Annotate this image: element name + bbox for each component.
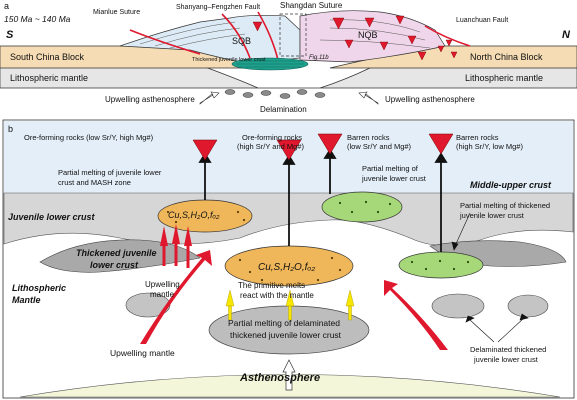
barren-ellipse-dots [338,200,470,271]
ore-ellipse-lower-label: Cu,S,H₂O,fₒ₂ [258,262,315,273]
top-label-3-line1: Barren rocks [347,133,390,142]
sqb-label: SQB [232,36,251,46]
delaminated-block-line2: juvenile lower crust [473,355,539,364]
delamination-label: Delamination [260,105,307,114]
primitive-melts-line2: react with the mantle [240,291,314,300]
panel-a-letter: a [4,1,9,11]
ore-ellipse-dots [166,210,342,282]
red-upwelling-arrows [140,224,448,350]
north-direction-label: N [562,29,571,41]
juvenile-lower-crust-label: Juvenile lower crust [8,212,96,222]
lithospheric-mantle-line2: Mantle [12,295,41,305]
melt-note-mid-line2: juvenile lower crust [361,174,427,183]
lithospheric-mantle-left-label: Lithospheric mantle [10,73,88,83]
leader-lines [451,212,529,343]
upwelling-mantle-a-line1: Upwelling [145,280,180,289]
ore-ellipse-upper-label: Cu,S,H₂O,fₒ₂ [168,210,220,220]
panel-b-letter: b [8,124,13,134]
mantle-blob-far-right [507,294,549,318]
panel-b: b Ore-forming rocks (low Sr/Y, high Mg#)… [2,119,575,399]
melt-note-left-line2: crust and MASH zone [58,178,131,187]
asthenosphere-label: Asthenosphere [239,372,320,384]
yellow-reaction-arrows [225,289,355,321]
mianlue-suture-label: Mianlue Suture [93,9,140,16]
delaminated-blobs [224,89,326,99]
delaminated-melt-line1: Partial melting of delaminated [228,318,340,328]
upwelling-arrows-a [199,91,379,105]
top-label-2-line1: Ore-forming rocks [242,133,302,142]
granitoid-triangles [252,15,458,61]
middle-upper-crust-label: Middle-upper crust [470,180,552,190]
barren-ellipse-upper [321,191,403,223]
intrusion-triangles [192,133,454,161]
delaminated-block-line1: Delaminated thickened [470,345,546,354]
upwelling-mantle-a-line2: mantle [150,290,175,299]
fig11b-label: Fig.11b [309,55,329,61]
mantle-blob-left [125,292,171,318]
lithospheric-mantle-right-label: Lithospheric mantle [465,73,543,83]
thickened-lower-crust-left [39,239,201,273]
top-label-1: Ore-forming rocks (low Sr/Y, high Mg#) [24,133,154,142]
barren-ellipse-lower [398,251,484,279]
fig11b-box [279,13,307,57]
nqb-label: NQB [358,30,378,40]
top-label-4-line2: (high Sr/Y, low Mg#) [456,142,523,151]
thickened-lower-crust-line1: Thickened juvenile [76,248,157,258]
melt-note-mid-line1: Partial melting of [362,164,419,173]
primitive-melts-line1: The primitive melts [238,281,305,290]
top-label-4-line1: Barren rocks [456,133,499,142]
melt-note-right-line1: Partial melting of thickened [460,201,550,210]
upwelling-mantle-b-label: Upwelling mantle [110,348,175,358]
lithospheric-mantle-line1: Lithospheric [12,283,66,293]
astheno-upwelling-arrow [282,359,296,391]
melt-ascent-arrows [198,148,448,252]
upwelling-astheno-left-label: Upwelling asthenosphere [105,95,195,104]
delaminated-melt-line2: thickened juvenile lower crust [230,330,342,340]
age-range-label: 150 Ma ~ 140 Ma [4,14,71,24]
melt-note-right-line2: juvenile lower crust [459,211,525,220]
luanchuan-fault-label: Luanchuan Fault [456,17,508,24]
top-label-2-line2: (high Sr/Y and Mg#) [237,142,304,151]
melt-note-left-line1: Partial melting of juvenile lower [58,168,162,177]
south-china-block-label: South China Block [10,52,85,62]
top-label-3-line2: (low Sr/Y and Mg#) [347,142,412,151]
thickened-crust-label: Thickened juvenile lower crust [192,57,266,63]
upwelling-astheno-right-label: Upwelling asthenosphere [385,95,475,104]
north-china-block-label: North China Block [470,52,543,62]
shangdan-suture-label: Shangdan Suture [280,1,343,10]
mantle-blob-right [431,293,485,319]
sqb-orogen [119,14,301,65]
panel-a: a 150 Ma ~ 140 Ma S N [0,1,577,114]
thickened-lower-crust-line2: lower crust [90,260,139,270]
south-direction-label: S [6,29,14,41]
shanyang-fault-label: Shanyang–Fengzhen Fault [176,4,260,11]
fault-lines [129,11,471,61]
